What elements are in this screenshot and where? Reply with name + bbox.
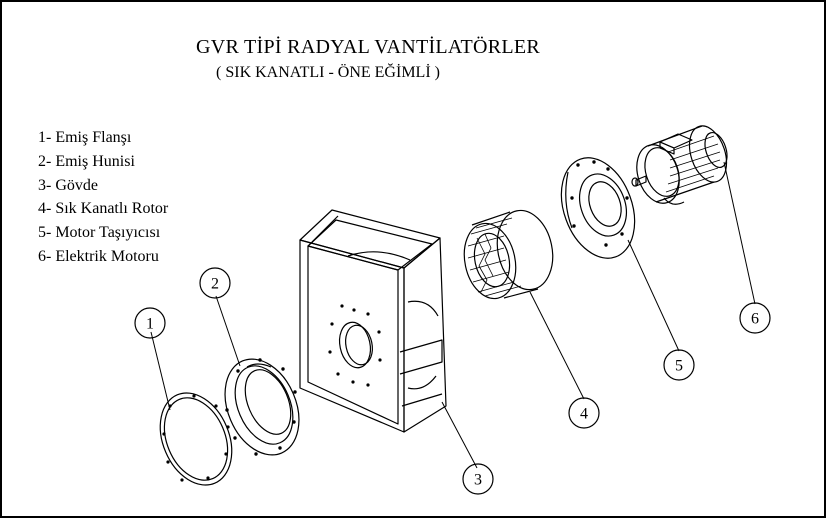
callout-5: 5 [663, 349, 695, 381]
electric-motor [631, 125, 728, 205]
motor-cooling-fins [665, 135, 721, 193]
legend-item-rotor: 4- Sık Kanatlı Rotor [38, 200, 169, 218]
callout-2-label: 2 [211, 276, 219, 293]
impeller-rotor [463, 209, 554, 300]
legend-item-emis-hunisi: 2- Emiş Hunisi [38, 152, 135, 170]
legend-item-elektrik-motoru: 6- Elektrik Motoru [38, 247, 159, 265]
diagram-title: GVR TİPİ RADYAL VANTİLATÖRLER [195, 36, 541, 58]
callout-5-label: 5 [675, 358, 683, 375]
legend-item-govde: 3- Gövde [38, 176, 98, 194]
housing-bolt-holes [328, 304, 382, 387]
callout-3-label: 3 [474, 472, 482, 489]
callout-3: 3 [462, 463, 494, 495]
suction-flange-bolt-holes [162, 394, 230, 482]
callout-balloons: 1 2 3 4 5 6 [134, 267, 771, 495]
callout-4-label: 4 [580, 406, 588, 423]
callout-1: 1 [134, 307, 166, 339]
callout-6-label: 6 [751, 311, 759, 328]
diagram-subtitle: ( SIK KANATLI - ÖNE EĞİMLİ ) [216, 64, 440, 81]
rotor-blades [467, 217, 522, 297]
fan-housing [299, 209, 447, 433]
suction-cone [224, 358, 300, 456]
callout-1-label: 1 [146, 316, 154, 333]
parts-legend: 1- Emiş Flanşı 2- Emiş Hunisi 3- Gövde 4… [38, 126, 168, 269]
motor-mounting-plate [560, 157, 636, 259]
legend-item-emis-flansi: 1- Emiş Flanşı [38, 129, 132, 146]
callout-2: 2 [199, 267, 231, 299]
suction-cone-bolt-holes [225, 358, 297, 456]
callout-6: 6 [739, 302, 771, 334]
callout-4: 4 [568, 397, 600, 429]
leader-lines [150, 161, 756, 469]
legend-item-motor-tasiyici: 5- Motor Taşıyıcısı [38, 224, 161, 242]
suction-flange [159, 392, 233, 486]
mounting-plate-bolt-holes [570, 160, 629, 247]
